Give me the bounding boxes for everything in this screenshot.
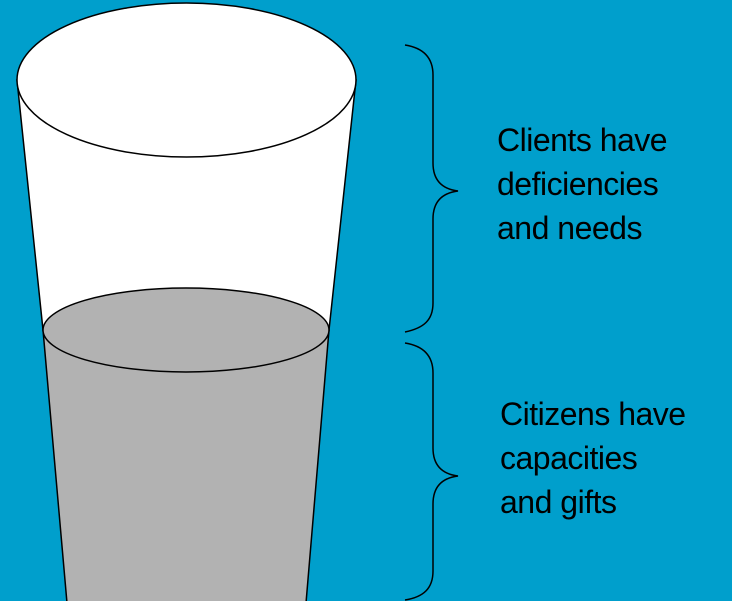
glass-rim — [16, 2, 357, 158]
clients-label-line-1: Clients have — [497, 122, 668, 158]
upper-curly-brace — [404, 44, 459, 333]
lower-curly-brace — [404, 342, 459, 601]
citizens-label-line-3: and gifts — [500, 484, 617, 520]
clients-label-line-3: and needs — [497, 210, 642, 246]
citizens-label-line-2: capacities — [500, 440, 638, 476]
clients-label-line-2: deficiencies — [497, 166, 659, 202]
liquid-surface — [42, 287, 330, 373]
citizens-label: Citizens have capacities and gifts — [500, 392, 686, 524]
clients-label: Clients have deficiencies and needs — [497, 118, 668, 250]
citizens-label-line-1: Citizens have — [500, 396, 686, 432]
